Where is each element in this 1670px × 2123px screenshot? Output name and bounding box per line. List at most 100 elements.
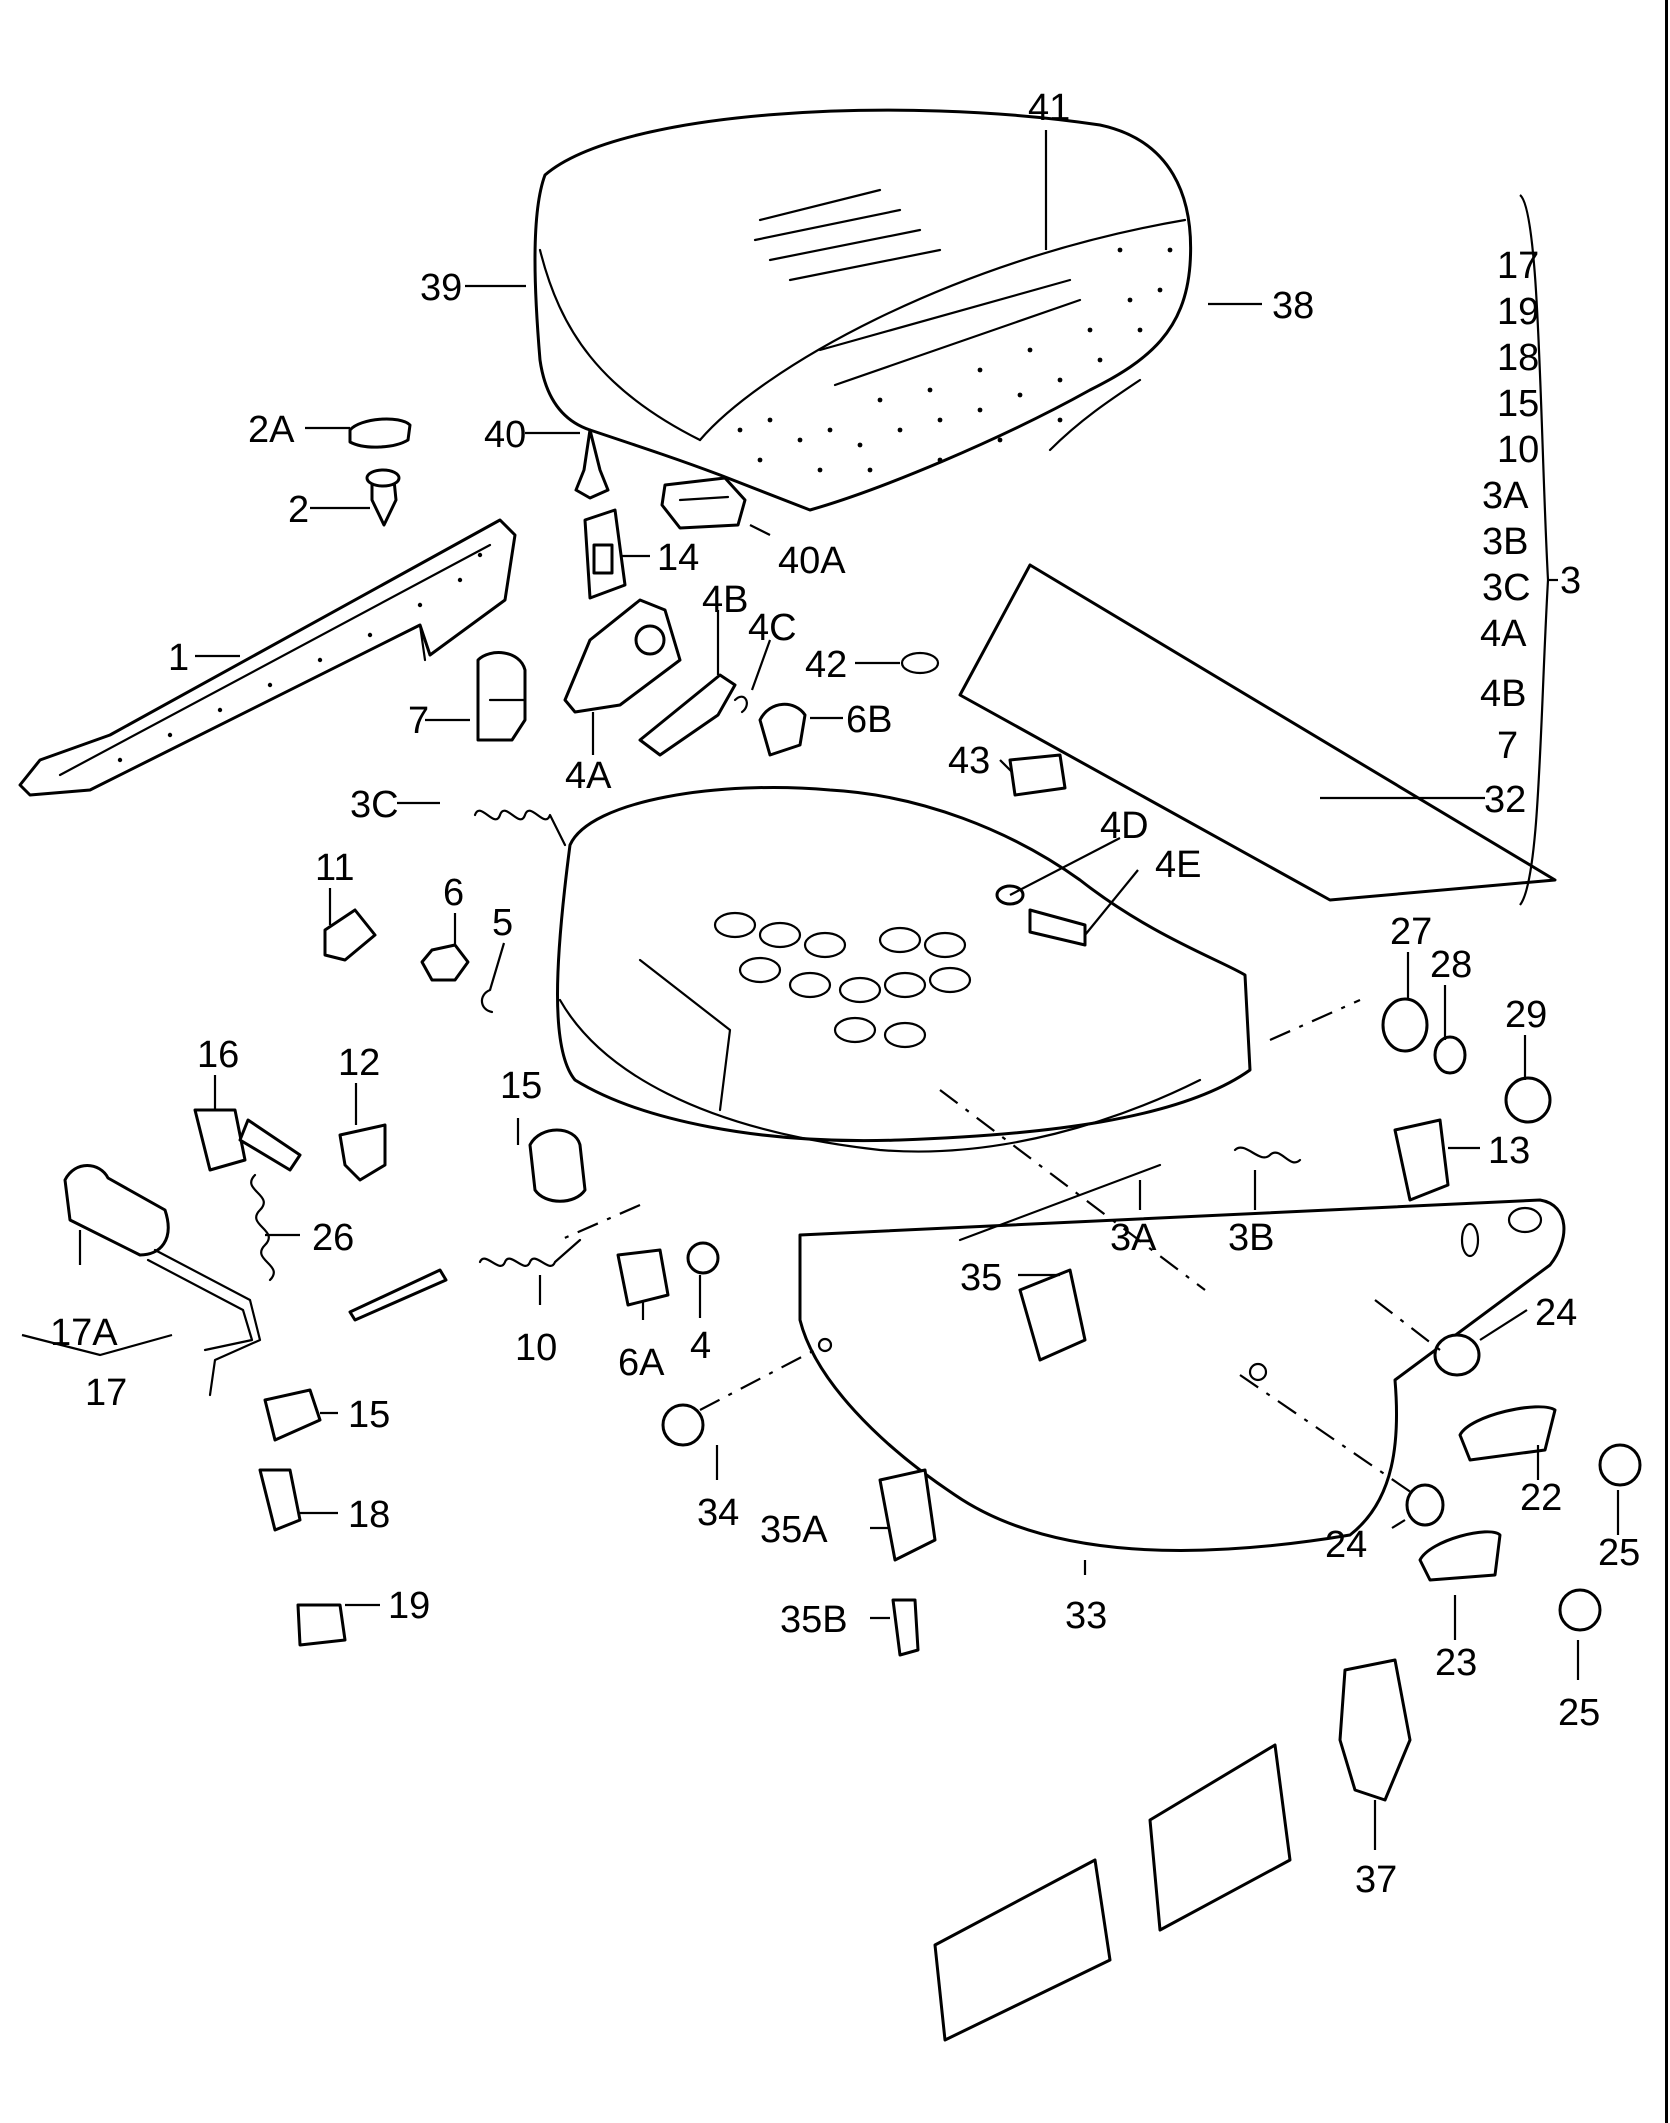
nut-6 [420, 943, 470, 982]
callout-label: 11 [315, 847, 354, 889]
callout-label: 26 [312, 1217, 354, 1259]
cover-23 [1418, 1530, 1502, 1582]
callout-label: 3C [350, 784, 399, 826]
callout-label: 41 [1028, 87, 1070, 129]
kit-member: 3A [1482, 475, 1529, 517]
clip-43 [1008, 753, 1067, 797]
washer-28 [1433, 1035, 1467, 1075]
bracket-35A [878, 1468, 937, 1562]
callout-label: 35A [760, 1509, 828, 1551]
trim-strips [933, 1743, 1292, 2042]
callout-label: 18 [348, 1494, 390, 1536]
callout-label: 6 [443, 872, 464, 914]
callout-label: 19 [388, 1585, 430, 1627]
screw-25-lower [1558, 1588, 1602, 1632]
callout-label: 4B [702, 579, 748, 621]
callout-label: 43 [948, 740, 990, 782]
callout-label: 38 [1272, 285, 1314, 327]
leader-lines [21, 130, 1620, 1850]
spring-26 [250, 1173, 275, 1282]
side-trim-perforation [117, 552, 483, 763]
clip-11 [323, 908, 377, 962]
callout-label: 15 [348, 1394, 390, 1436]
kit-member: 3C [1482, 567, 1531, 609]
side-trim-panel [18, 518, 517, 797]
callout-label: 27 [1390, 911, 1432, 953]
clip-42 [900, 651, 940, 675]
callout-label: 4D [1100, 805, 1149, 847]
callout-label: 17A [50, 1312, 118, 1354]
kit-member: 7 [1497, 725, 1518, 767]
hinge-bracket-4A [563, 598, 682, 714]
rod-10 [348, 1268, 448, 1322]
bolt-4 [686, 1241, 720, 1275]
callout-label: 35B [780, 1599, 848, 1641]
cushion-perforation-pattern [737, 247, 1173, 473]
screw-35B [891, 1598, 920, 1657]
push-pin-40 [574, 428, 610, 500]
kit-member: 19 [1497, 291, 1539, 333]
clip-19 [296, 1603, 347, 1647]
screw-25-upper [1598, 1443, 1642, 1487]
trim-cover-37 [1338, 1658, 1412, 1802]
callout-label: 32 [1484, 779, 1526, 821]
actuator-15 [528, 1128, 587, 1203]
clip-2 [365, 468, 401, 527]
callout-label: 4E [1155, 844, 1201, 886]
washer-27 [1381, 997, 1429, 1053]
callout-label: 37 [1355, 1859, 1397, 1901]
callout-label: 5 [492, 902, 513, 944]
clip-18 [258, 1468, 302, 1532]
callout-label: 14 [657, 537, 699, 579]
seat-cushion-cover [533, 108, 1193, 512]
bolt-4E [1028, 908, 1087, 947]
bracket-6B [758, 702, 807, 757]
bracket-6A [616, 1248, 670, 1307]
clip-40A [660, 476, 747, 530]
callout-label: 2A [248, 409, 295, 451]
pad-32 [958, 563, 1557, 902]
callout-label: 1 [168, 637, 189, 679]
callout-label: 16 [197, 1034, 239, 1076]
bracket-35 [1018, 1268, 1087, 1362]
callout-label: 17 [85, 1372, 127, 1414]
kit-member: 18 [1497, 337, 1539, 379]
spring-3B [1233, 1146, 1302, 1164]
callout-label: 6A [618, 1342, 665, 1384]
callout-label: 24 [1535, 1292, 1577, 1334]
lever-4B [638, 673, 737, 757]
callout-label: 39 [420, 267, 462, 309]
screw-34 [661, 1403, 705, 1447]
callout-label: 3A [1110, 1217, 1157, 1259]
clip-4C [733, 695, 748, 714]
callout-label: 10 [515, 1327, 557, 1369]
kit-group-list: 17 19 18 15 10 3A 3B 3C 4A 4B 7 32 3 [1480, 245, 1581, 767]
callout-label: 40A [778, 540, 846, 582]
callout-label: 24 [1325, 1524, 1367, 1566]
callout-label: 15 [500, 1065, 542, 1107]
spring-3C [473, 809, 567, 847]
side-shield-33 [798, 1198, 1566, 1552]
bushing-24-lower [1405, 1483, 1445, 1527]
callout-label: 7 [408, 700, 429, 742]
callout-label: 25 [1598, 1532, 1640, 1574]
bolt-16 [193, 1108, 302, 1172]
callout-labels: 41 39 38 2A 40 2 14 40A 1 4B 4C 42 7 6B … [50, 87, 1640, 1901]
kit-member: 15 [1497, 383, 1539, 425]
clip-14 [583, 508, 627, 600]
callout-label: 42 [805, 644, 847, 686]
seat-frame-pan [556, 785, 1252, 1153]
kit-member: 4A [1480, 613, 1527, 655]
callout-label: 25 [1558, 1692, 1600, 1734]
callout-label: 4C [748, 607, 797, 649]
bracket-7 [476, 651, 527, 742]
callout-label: 22 [1520, 1477, 1562, 1519]
clip-13 [1393, 1118, 1450, 1202]
callout-label: 35 [960, 1257, 1002, 1299]
screw-29 [1504, 1076, 1552, 1124]
release-handle-17A [63, 1164, 262, 1397]
callout-label: 33 [1065, 1595, 1107, 1637]
callout-label: 34 [697, 1492, 739, 1534]
callout-label: 12 [338, 1042, 380, 1084]
